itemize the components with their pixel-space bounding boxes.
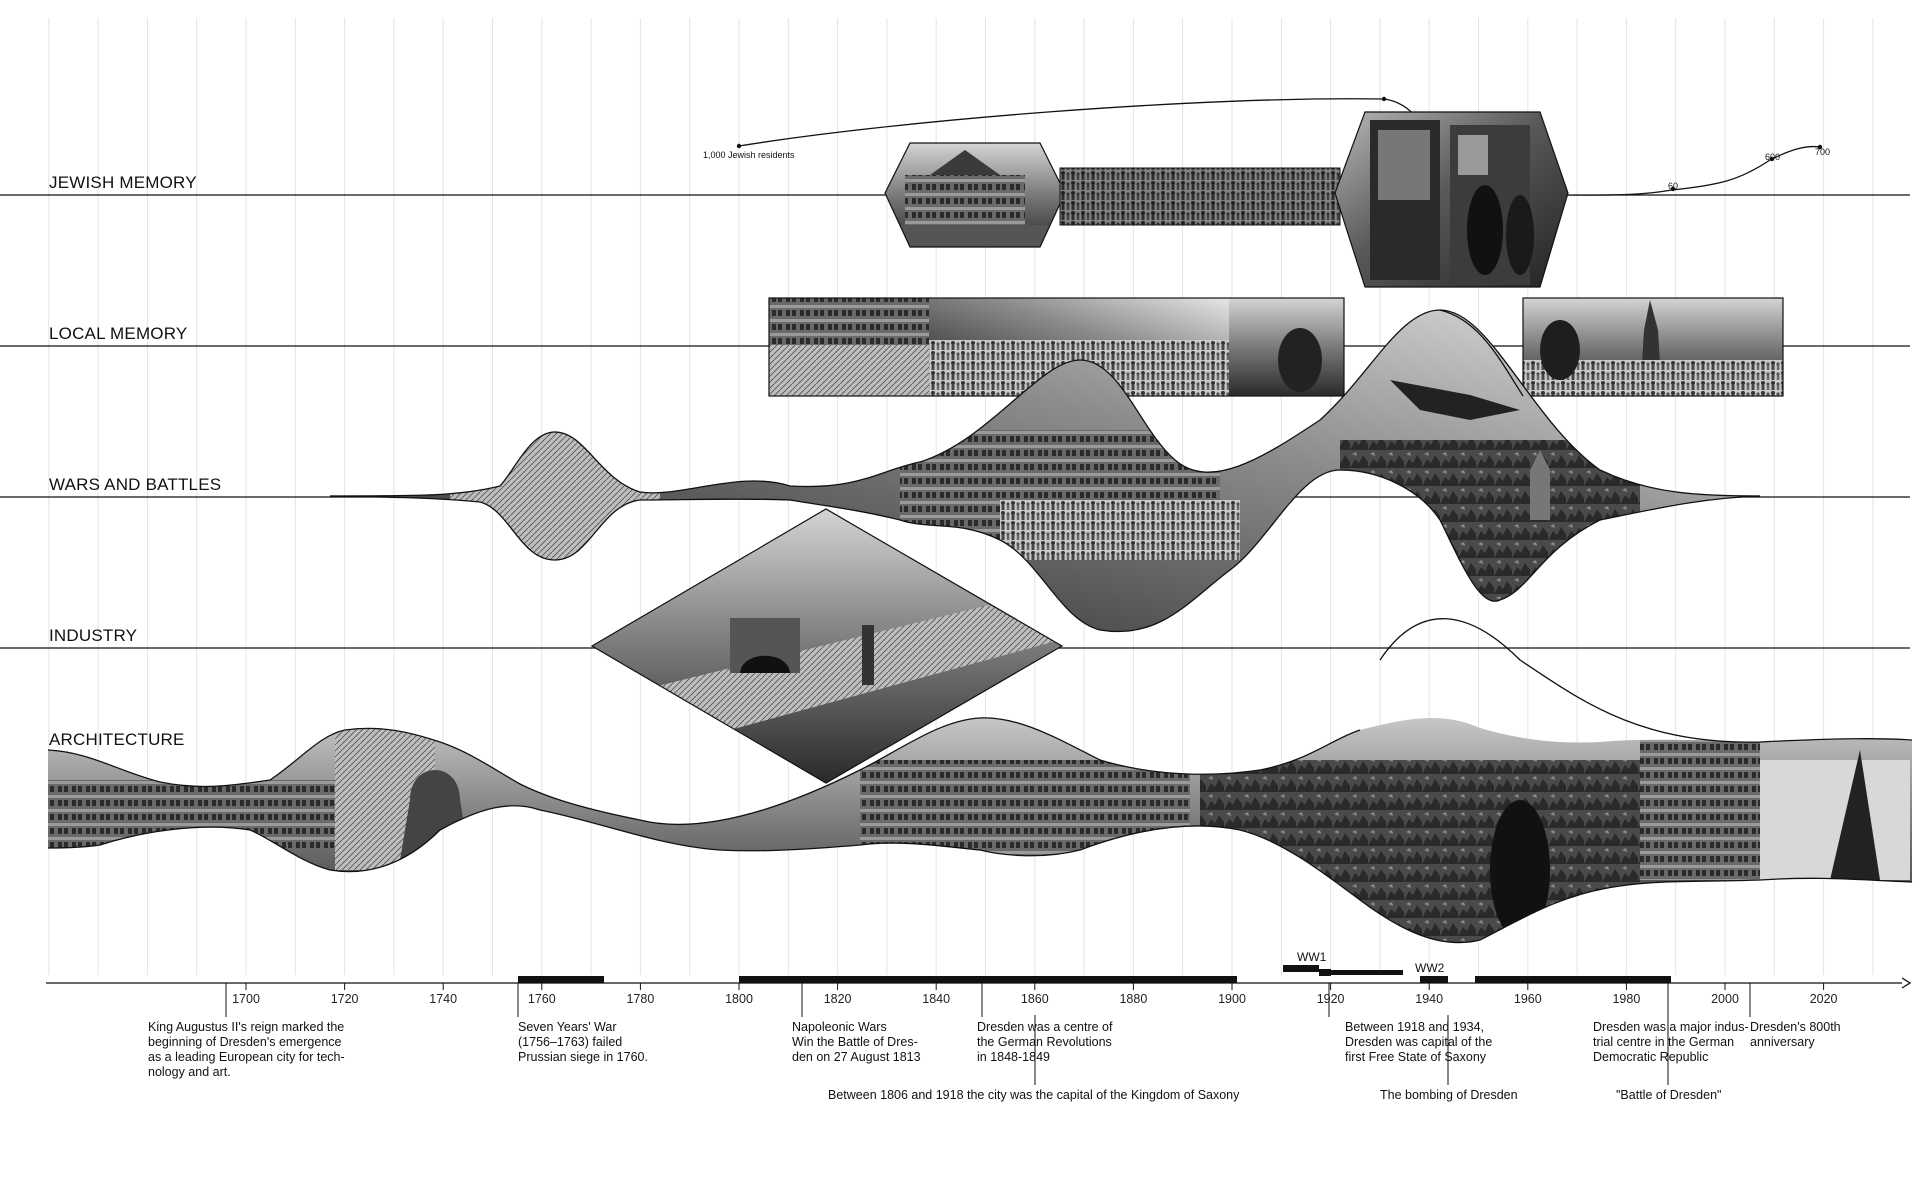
event-text: the German Revolutions [977, 1035, 1112, 1049]
event-text: anniversary [1750, 1035, 1815, 1049]
tick-label: 1800 [725, 992, 753, 1006]
tick-label: 1760 [528, 992, 556, 1006]
tick-label: 1820 [824, 992, 852, 1006]
tick-label: 2020 [1810, 992, 1838, 1006]
period-label: WW1 [1297, 950, 1327, 964]
tick-label: 1700 [232, 992, 260, 1006]
event-text: Prussian siege in 1760. [518, 1050, 648, 1064]
event-text: Democratic Republic [1593, 1050, 1708, 1064]
note-text: The bombing of Dresden [1380, 1088, 1518, 1102]
event-text: (1756–1763) failed [518, 1035, 622, 1049]
axis-ticks: 1700 1720 1740 1760 1780 1800 1820 1840 1860 1880… [232, 983, 1838, 1006]
period-bars [518, 965, 1671, 983]
jewish-memory-images [884, 111, 1569, 288]
event-text: King Augustus II's reign marked the [148, 1020, 344, 1034]
period-label: WW2 [1415, 961, 1445, 975]
tick-label: 1860 [1021, 992, 1049, 1006]
lane-label: JEWISH MEMORY [49, 173, 197, 192]
tick-label: 1960 [1514, 992, 1542, 1006]
population-label: 60 [1668, 181, 1678, 191]
note-text: Between 1806 and 1918 the city was the c… [828, 1088, 1240, 1102]
tick-label: 1740 [429, 992, 457, 1006]
event-text: Win the Battle of Dres- [792, 1035, 918, 1049]
event-text: Between 1918 and 1934, [1345, 1020, 1484, 1034]
tick-label: 1940 [1415, 992, 1443, 1006]
event-text: Seven Years' War [518, 1020, 617, 1034]
lane-label: INDUSTRY [49, 626, 137, 645]
population-label: 600 [1765, 152, 1780, 162]
event-text: as a leading European city for tech- [148, 1050, 345, 1064]
event-text: Dresden was capital of the [1345, 1035, 1492, 1049]
lane-label: LOCAL MEMORY [49, 324, 187, 343]
event-text: Dresden was a major indus- [1593, 1020, 1749, 1034]
tick-label: 1840 [922, 992, 950, 1006]
event-text: Dresden was a centre of [977, 1020, 1113, 1034]
tick-label: 1920 [1317, 992, 1345, 1006]
lane-label: WARS AND BATTLES [49, 475, 221, 494]
flow-curves [47, 309, 1913, 944]
population-label: 1,000 Jewish residents [703, 150, 795, 160]
event-text: trial centre in the German [1593, 1035, 1734, 1049]
population-label: 700 [1815, 147, 1830, 157]
tick-label: 1780 [626, 992, 654, 1006]
event-annotations: King Augustus II's reign marked thebegin… [148, 983, 1841, 1079]
tick-label: 2000 [1711, 992, 1739, 1006]
event-text: den on 27 August 1813 [792, 1050, 921, 1064]
tick-label: 1900 [1218, 992, 1246, 1006]
event-text: beginning of Dresden's emergence [148, 1035, 342, 1049]
lane-label: ARCHITECTURE [49, 730, 185, 749]
event-text: in 1848-1849 [977, 1050, 1050, 1064]
event-text: Dresden's 800th [1750, 1020, 1841, 1034]
event-text: Napoleonic Wars [792, 1020, 887, 1034]
tick-label: 1720 [331, 992, 359, 1006]
local-memory-images [768, 297, 1784, 397]
extra-notes: Between 1806 and 1918 the city was the c… [828, 1015, 1721, 1102]
note-text: "Battle of Dresden" [1616, 1088, 1721, 1102]
tick-label: 1980 [1612, 992, 1640, 1006]
event-text: first Free State of Saxony [1345, 1050, 1487, 1064]
event-text: nology and art. [148, 1065, 231, 1079]
tick-label: 1880 [1119, 992, 1147, 1006]
